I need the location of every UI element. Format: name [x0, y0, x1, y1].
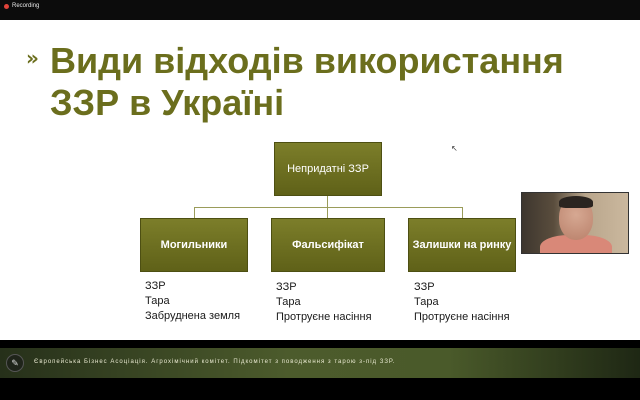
diagram-branch-box: Залишки на ринку	[408, 218, 516, 272]
list-item: Забруднена земля	[145, 310, 241, 322]
slide-footer-bar: ✎ Європейська Бізнес Асоціація. Агрохімі…	[0, 348, 640, 378]
branch-item-list: ЗЗР Тара Забруднена земля	[145, 279, 240, 324]
diagram-branch-box: Фальсифікат	[271, 218, 385, 272]
recording-indicator[interactable]: Recording	[4, 3, 39, 9]
connector-line	[194, 207, 195, 218]
diagram-branch-box: Могильники	[140, 218, 248, 272]
branch-item-list: ЗЗР Тара Протруєне насіння	[276, 280, 372, 325]
branch-item-list: ЗЗР Тара Протруєне насіння	[414, 280, 510, 325]
diagram-root-box: Непридатні ЗЗР	[274, 142, 382, 196]
list-item: ЗЗР	[276, 281, 297, 293]
slide-title: Види відходів використання ЗЗР в Україні	[50, 40, 564, 123]
list-item: Тара	[145, 295, 170, 307]
presenter-hair	[559, 196, 593, 208]
list-item: Протруєне насіння	[276, 311, 372, 323]
connector-line	[327, 207, 328, 218]
list-item: Протруєне насіння	[414, 311, 510, 323]
list-item: Тара	[414, 296, 439, 308]
title-bullet: »	[26, 46, 39, 70]
recording-dot-icon	[4, 3, 9, 9]
mouse-cursor-icon: ↖	[451, 144, 458, 153]
meeting-controls-bar	[0, 378, 640, 400]
footer-text: Європейська Бізнес Асоціація. Агрохімічн…	[34, 359, 396, 365]
connector-line	[194, 207, 463, 208]
list-item: Тара	[276, 296, 301, 308]
presentation-slide: » Види відходів використання ЗЗР в Украї…	[0, 20, 640, 340]
list-item: ЗЗР	[414, 281, 435, 293]
recording-label: Recording	[12, 3, 40, 9]
webcam-video-tile[interactable]	[521, 192, 629, 254]
pencil-icon[interactable]: ✎	[6, 354, 24, 372]
connector-line	[462, 207, 463, 218]
recording-bar: Recording	[0, 0, 640, 20]
presenter-shirt	[540, 235, 612, 253]
list-item: ЗЗР	[145, 280, 166, 292]
connector-line	[327, 196, 328, 208]
